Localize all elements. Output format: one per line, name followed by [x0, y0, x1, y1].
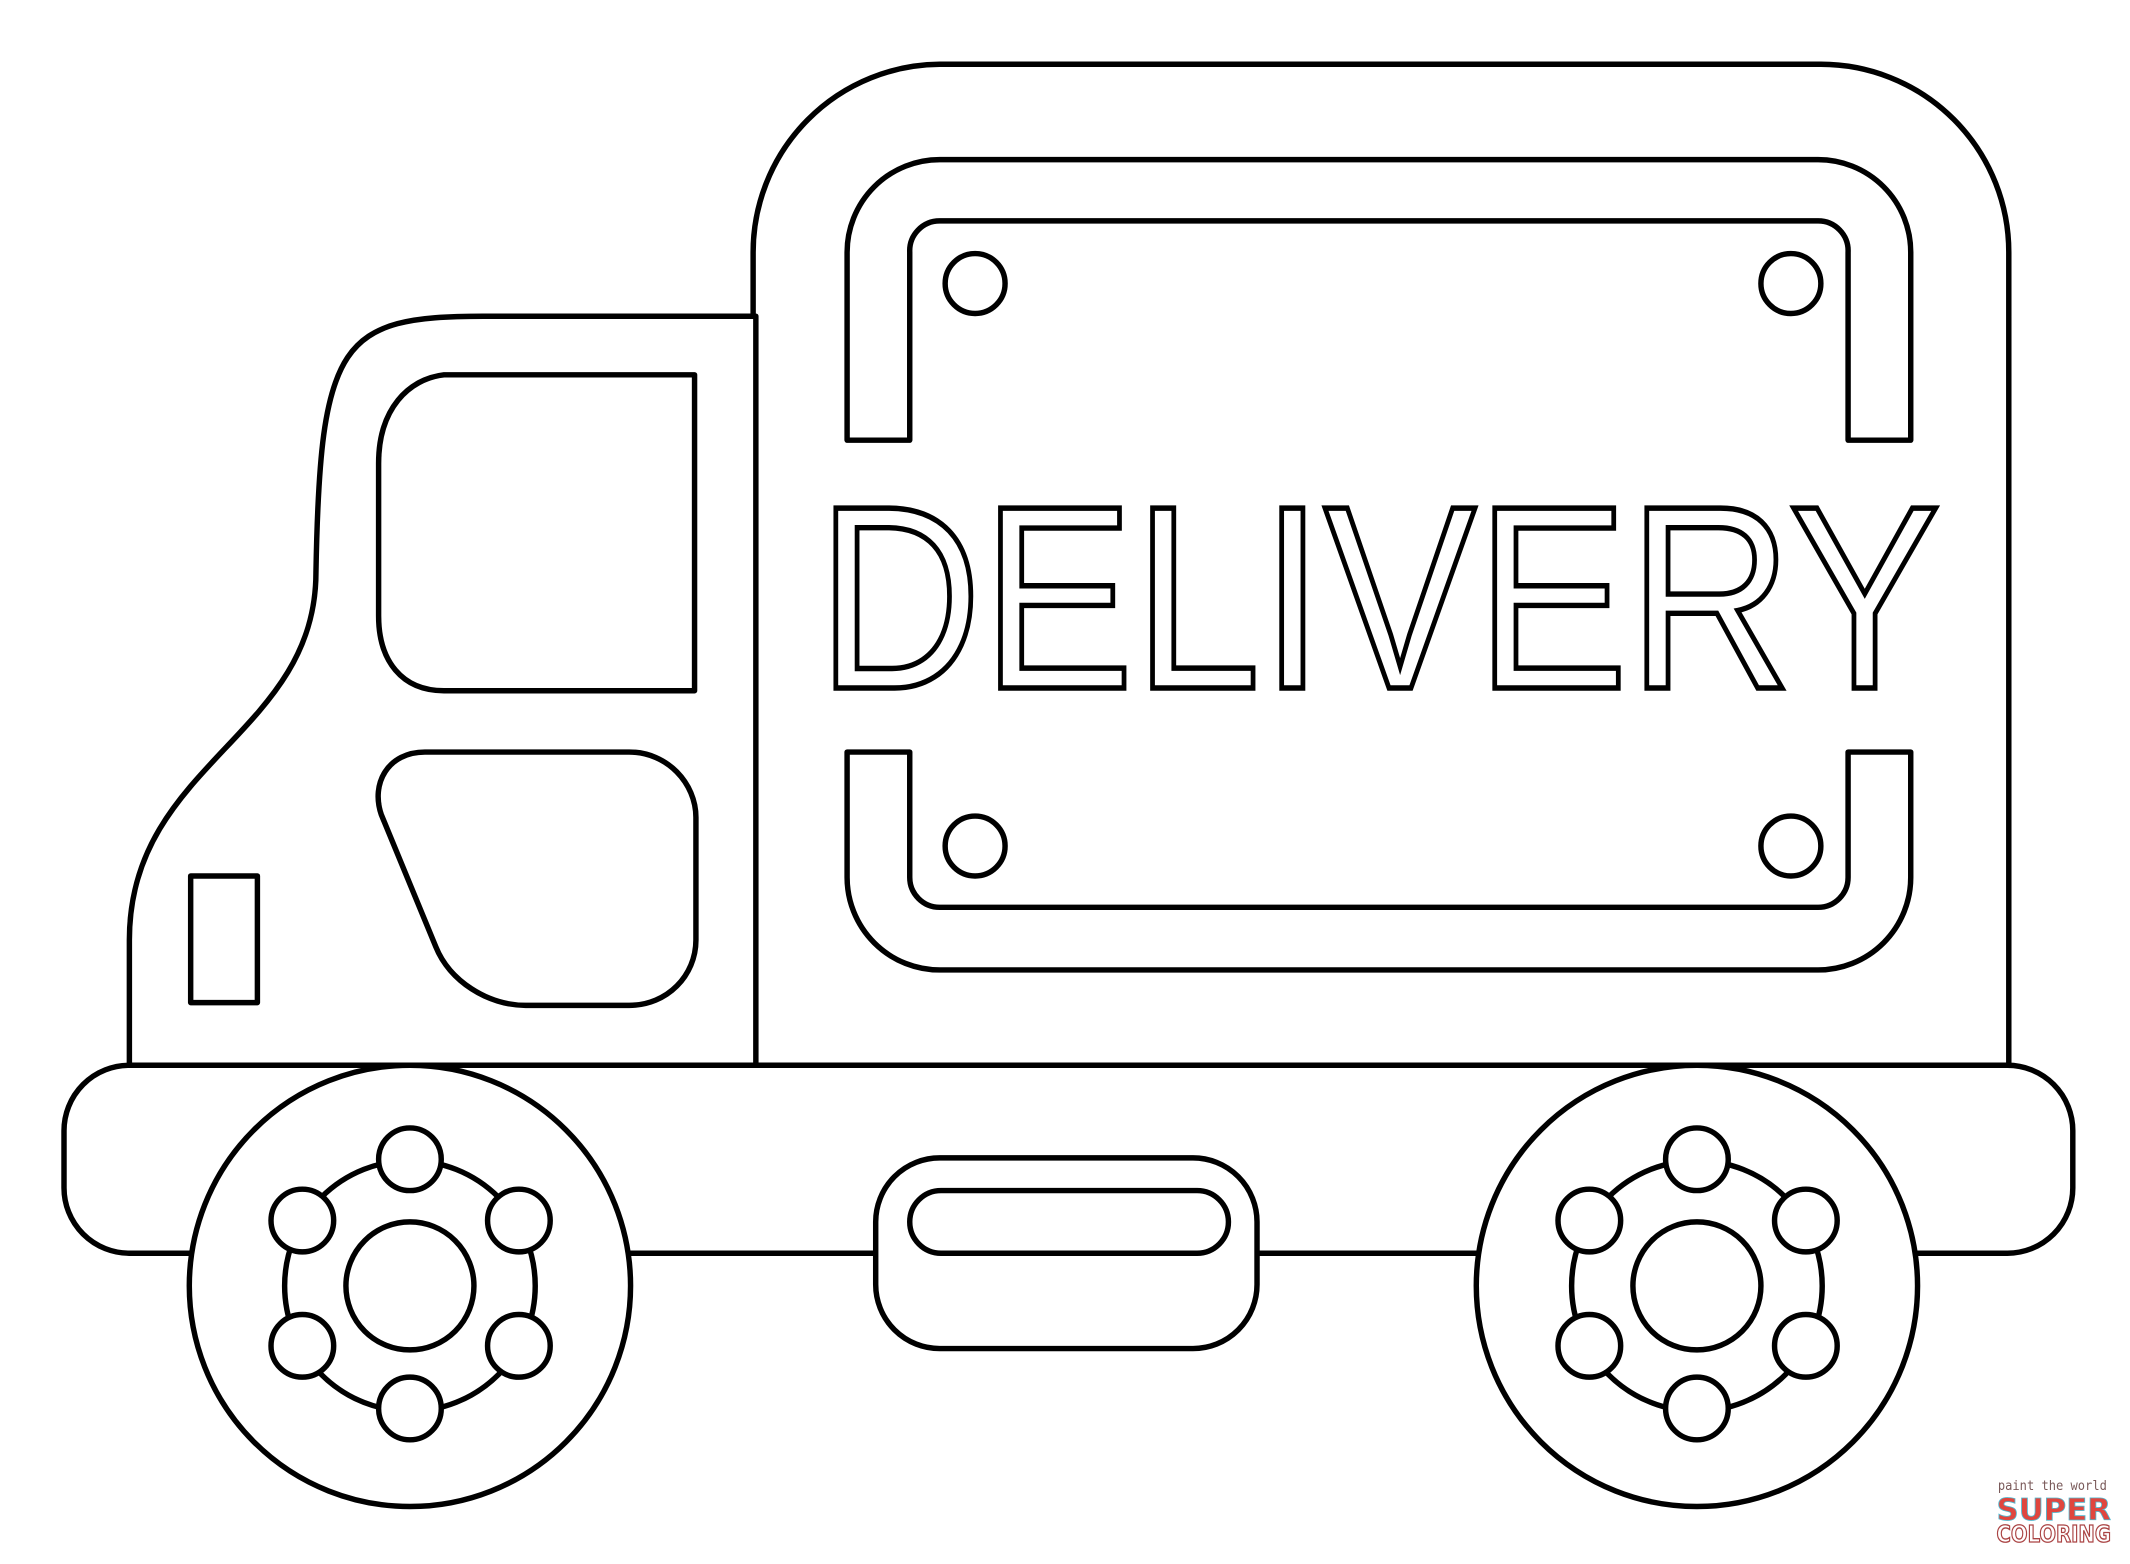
svg-text:SUPER: SUPER [1997, 1493, 2111, 1528]
watermark-logo: paint the world SUPER COLORING [1996, 1478, 2112, 1548]
door-window [375, 749, 699, 1009]
cargo-box [750, 61, 2012, 1068]
sign-text: DELIVERY [817, 452, 1941, 744]
step-slot [907, 1187, 1232, 1256]
svg-text:COLORING: COLORING [1997, 1522, 2111, 1548]
screw [942, 813, 1008, 879]
front-wheel [186, 1062, 634, 1510]
svg-text:paint the world: paint the world [1998, 1478, 2107, 1494]
screw [942, 250, 1008, 317]
rear-wheel [1473, 1062, 1921, 1510]
sign-frame-top [844, 156, 1914, 443]
screw [1758, 813, 1824, 879]
screw [1758, 250, 1824, 317]
sign-frame-bottom [844, 749, 1914, 973]
cab-window [375, 372, 698, 694]
headlight [187, 873, 261, 1006]
